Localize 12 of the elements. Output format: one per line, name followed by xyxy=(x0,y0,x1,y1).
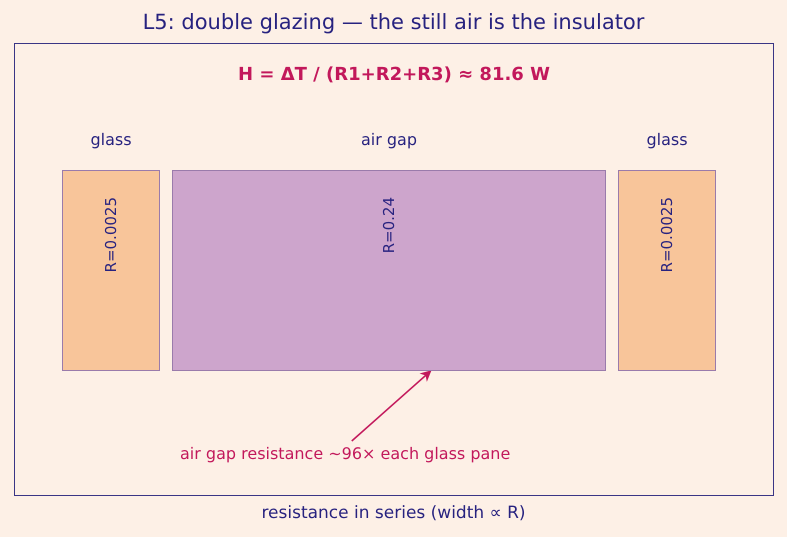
layer-label: glass xyxy=(90,130,132,149)
diagram-title: L5: double glazing — the still air is the insulator xyxy=(142,10,646,34)
diagram-caption: resistance in series (width ∝ R) xyxy=(260,503,527,523)
resistance-value: R=0.0025 xyxy=(102,197,120,272)
layer-label: glass xyxy=(646,130,688,149)
layer-label: air gap xyxy=(360,130,418,149)
resistance-value: R=0.0025 xyxy=(658,197,676,272)
formula-text: H = ΔT / (R1+R2+R3) ≈ 81.6 W xyxy=(237,64,551,85)
annotation-text: air gap resistance ~96× each glass pane xyxy=(180,444,510,463)
resistance-value: R=0.24 xyxy=(380,197,398,254)
frame-box xyxy=(14,43,774,496)
arrow xyxy=(351,370,432,442)
